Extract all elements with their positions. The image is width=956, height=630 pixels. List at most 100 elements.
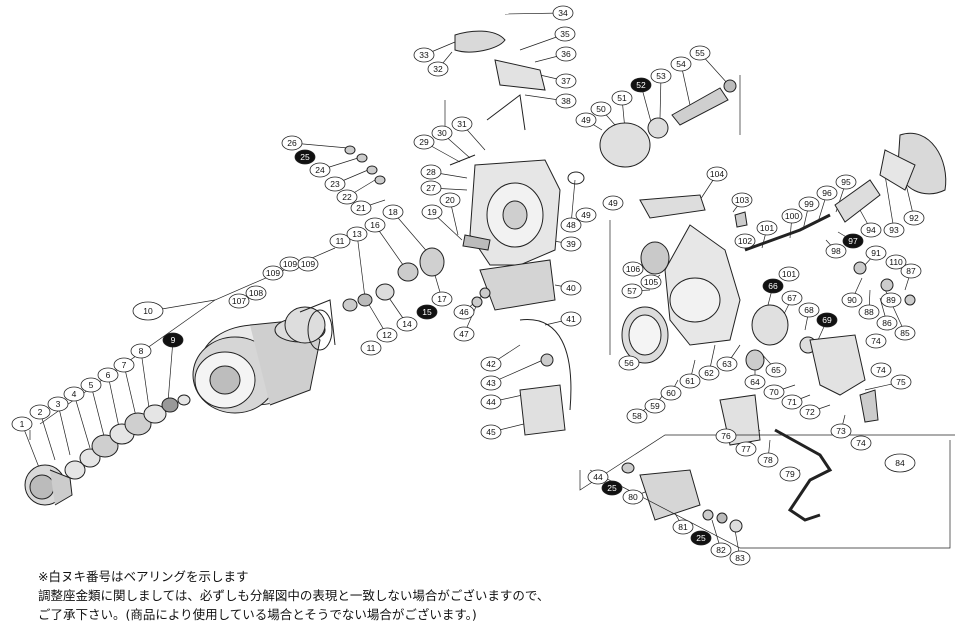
callout-50: 50 (590, 101, 612, 117)
callout-70: 70 (763, 384, 785, 400)
callout-17: 17 (431, 291, 453, 307)
callout-number: 6 (106, 370, 111, 380)
callout-circle (778, 266, 800, 282)
callout-number: 85 (900, 328, 910, 338)
bearing-callout-circle (630, 77, 652, 93)
callout-circle (640, 274, 662, 290)
callout-circle (281, 135, 303, 151)
callout-circle (245, 285, 267, 301)
callout-circle (396, 316, 418, 332)
callout-number: 109 (283, 259, 297, 269)
callout-circle (884, 453, 916, 473)
callout-93: 93 (883, 222, 905, 238)
callout-circle (798, 196, 820, 212)
callout-circle (841, 292, 863, 308)
callout-38: 38 (555, 93, 577, 109)
callout-25: 25 (294, 149, 316, 165)
callout-16: 16 (364, 217, 386, 233)
callout-number: 25 (696, 533, 706, 543)
callout-number: 49 (581, 210, 591, 220)
callout-circle (903, 210, 925, 226)
callout-47: 47 (453, 326, 475, 342)
callout-number: 62 (704, 368, 714, 378)
callout-number: 11 (367, 343, 376, 353)
callout-circle (816, 185, 838, 201)
callout-78: 78 (757, 452, 779, 468)
callout-number: 46 (459, 307, 469, 317)
callout-61: 61 (679, 373, 701, 389)
callout-34: 34 (552, 5, 574, 21)
callout-10: 10 (132, 301, 164, 321)
callout-62: 62 (698, 365, 720, 381)
callout-74: 74 (865, 333, 887, 349)
callout-circle (336, 189, 358, 205)
callout-circle (650, 68, 672, 84)
callout-83: 83 (729, 550, 751, 566)
callout-circle (427, 61, 449, 77)
callout-81: 81 (672, 519, 694, 535)
callout-number: 54 (676, 59, 686, 69)
callout-number: 23 (330, 179, 340, 189)
callout-circle (439, 192, 461, 208)
callout-number: 42 (486, 359, 496, 369)
callout-58: 58 (626, 408, 648, 424)
callout-98: 98 (825, 243, 847, 259)
callout-number: 53 (656, 71, 666, 81)
callout-circle (47, 396, 69, 412)
callout-number: 33 (419, 50, 429, 60)
callout-circle (765, 362, 787, 378)
callout-43: 43 (480, 375, 502, 391)
callout-number: 27 (426, 183, 436, 193)
callout-number: 8 (139, 346, 144, 356)
callout-number: 58 (632, 411, 642, 421)
callout-circle (798, 302, 820, 318)
callout-circle (11, 416, 33, 432)
callout-49: 49 (575, 112, 597, 128)
callout-number: 100 (785, 211, 799, 221)
callout-14: 14 (396, 316, 418, 332)
callout-64: 64 (744, 374, 766, 390)
callout-27: 27 (420, 180, 442, 196)
callout-number: 16 (370, 220, 380, 230)
pinion-gear-drawing (567, 79, 737, 185)
callout-12: 12 (376, 327, 398, 343)
callout-circle (865, 333, 887, 349)
callout-number: 26 (287, 138, 297, 148)
bearing-callout-circle (601, 480, 623, 496)
callout-21: 21 (350, 200, 372, 216)
callout-100: 100 (781, 208, 803, 224)
callout-number: 50 (596, 104, 606, 114)
callout-circle (552, 5, 574, 21)
callout-circle (80, 377, 102, 393)
callout-48: 48 (560, 217, 582, 233)
callout-67: 67 (781, 290, 803, 306)
callout-99: 99 (798, 196, 820, 212)
callout-number: 108 (249, 288, 263, 298)
callout-110: 110 (885, 254, 907, 270)
callout-41: 41 (560, 311, 582, 327)
callout-circle (602, 195, 624, 211)
callout-8: 8 (130, 343, 152, 359)
callout-102: 102 (734, 233, 756, 249)
callout-number: 14 (402, 319, 412, 329)
callout-25b: 25 (690, 530, 712, 546)
callout-number: 19 (427, 207, 437, 217)
callout-circle (715, 428, 737, 444)
callout-number: 32 (433, 64, 443, 74)
callout-number: 44 (593, 472, 603, 482)
callout-circle (376, 327, 398, 343)
callout-circle (555, 93, 577, 109)
callout-60: 60 (660, 385, 682, 401)
callout-44: 44 (480, 394, 502, 410)
callout-number: 92 (909, 213, 919, 223)
callout-circle (735, 441, 757, 457)
callout-circle (679, 373, 701, 389)
callout-number: 48 (566, 220, 576, 230)
callout-number: 9 (171, 335, 176, 345)
callout-18: 18 (382, 204, 404, 220)
callout-circle (698, 365, 720, 381)
callout-circle (731, 192, 753, 208)
callout-circle (346, 226, 368, 242)
callout-circle (900, 263, 922, 279)
callout-37: 37 (555, 73, 577, 89)
